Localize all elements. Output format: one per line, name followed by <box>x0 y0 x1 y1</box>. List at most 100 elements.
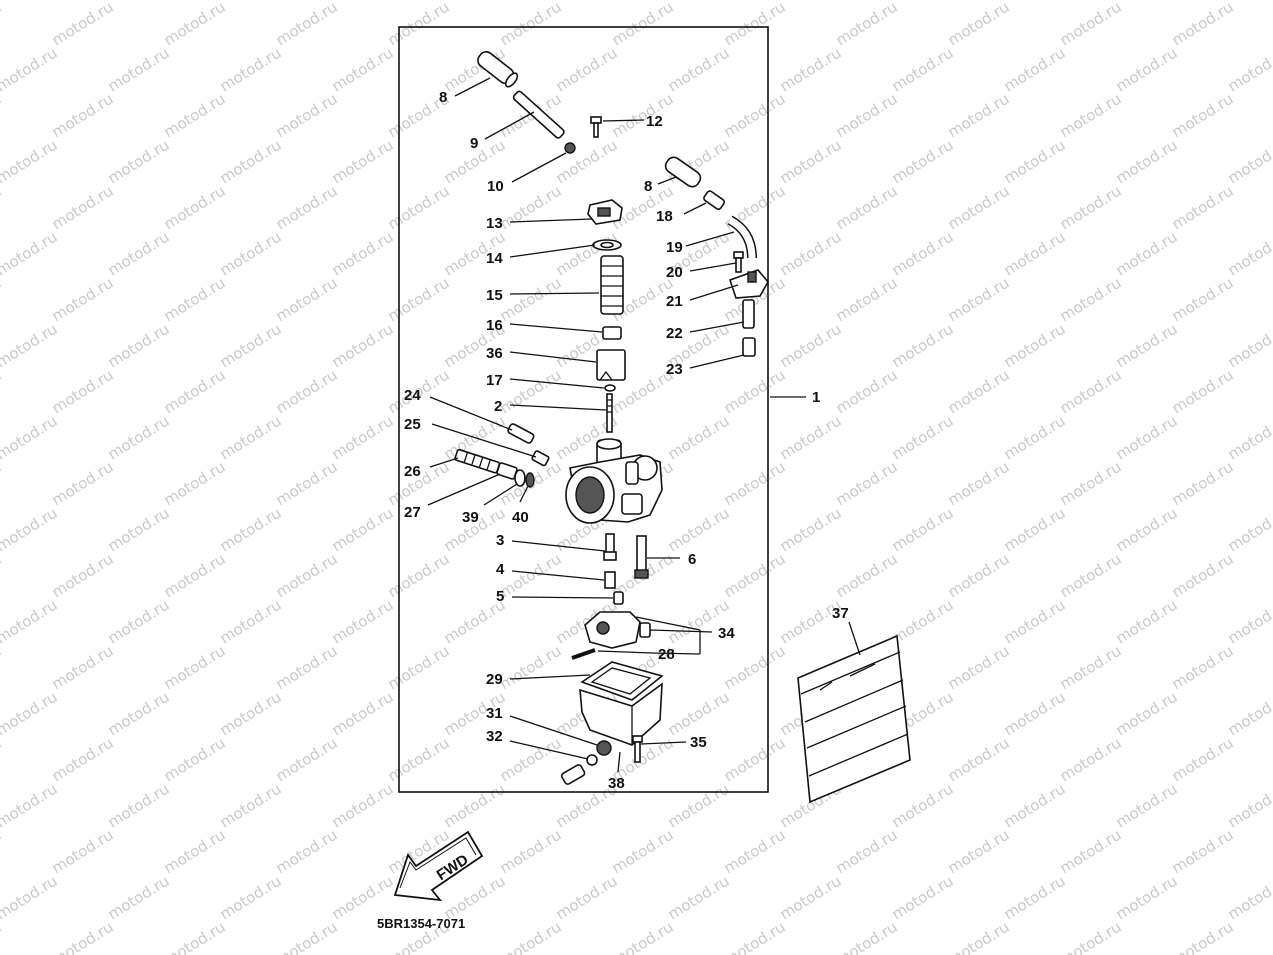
watermark-text: motod.ru <box>945 550 1013 602</box>
watermark-text: motod.ru <box>1225 0 1273 3</box>
watermark-text: motod.ru <box>329 412 397 464</box>
watermark-text: motod.ru <box>945 918 1013 955</box>
watermark-text: motod.ru <box>1225 872 1273 924</box>
watermark-text: motod.ru <box>329 504 397 556</box>
callout-26: 26 <box>404 463 421 480</box>
watermark-text: motod.ru <box>1225 44 1273 96</box>
watermark-text: motod.ru <box>777 44 845 96</box>
part-31-washer <box>596 740 612 756</box>
part-6-jet <box>634 535 649 579</box>
watermark-text: motod.ru <box>0 90 4 142</box>
watermark-text: motod.ru <box>1113 780 1181 832</box>
watermark-text: motod.ru <box>497 0 565 49</box>
watermark-text: motod.ru <box>0 412 60 464</box>
watermark-text: motod.ru <box>49 458 117 510</box>
watermark-text: motod.ru <box>1001 872 1069 924</box>
watermark-text: motod.ru <box>161 642 229 694</box>
watermark-text: motod.ru <box>1057 550 1125 602</box>
watermark-text: motod.ru <box>1113 0 1181 3</box>
watermark-text: motod.ru <box>833 90 901 142</box>
watermark-text: motod.ru <box>497 366 565 418</box>
callout-22: 22 <box>666 325 683 342</box>
watermark-text: motod.ru <box>0 642 4 694</box>
watermark-text: motod.ru <box>833 182 901 234</box>
watermark-text: motod.ru <box>0 458 4 510</box>
callout-2: 2 <box>494 398 502 415</box>
watermark-text: motod.ru <box>217 688 285 740</box>
float-bowl <box>579 682 663 746</box>
watermark-text: motod.ru <box>777 228 845 280</box>
watermark-text: motod.ru <box>105 0 173 3</box>
watermark-text: motod.ru <box>1057 458 1125 510</box>
watermark-text: motod.ru <box>945 642 1013 694</box>
watermark-text: motod.ru <box>1225 688 1273 740</box>
callout-3: 3 <box>496 532 504 549</box>
watermark-text: motod.ru <box>385 274 453 326</box>
watermark-text: motod.ru <box>385 642 453 694</box>
watermark-text: motod.ru <box>329 596 397 648</box>
watermark-text: motod.ru <box>0 320 60 372</box>
watermark-text: motod.ru <box>497 734 565 786</box>
watermark-text: motod.ru <box>1113 412 1181 464</box>
watermark-text: motod.ru <box>217 780 285 832</box>
watermark-text: motod.ru <box>833 366 901 418</box>
watermark-text: motod.ru <box>385 0 453 49</box>
watermark-text: motod.ru <box>329 780 397 832</box>
watermark-text: motod.ru <box>329 0 397 3</box>
part-26-pilot-screw <box>454 448 501 474</box>
watermark-text: motod.ru <box>889 780 957 832</box>
callout-8b: 8 <box>644 178 652 195</box>
watermark-text: motod.ru <box>1113 320 1181 372</box>
watermark-text: motod.ru <box>1169 918 1237 955</box>
part-25-spring <box>531 450 550 467</box>
watermark-text: motod.ru <box>945 182 1013 234</box>
watermark-text: motod.ru <box>1001 504 1069 556</box>
watermark-text: motod.ru <box>1225 780 1273 832</box>
part-13-cap <box>585 163 623 225</box>
watermark-text: motod.ru <box>105 688 173 740</box>
watermark-text: motod.ru <box>105 136 173 188</box>
callout-35: 35 <box>690 734 707 751</box>
watermark-text: motod.ru <box>1169 366 1237 418</box>
watermark-text: motod.ru <box>497 182 565 234</box>
watermark-text: motod.ru <box>49 90 117 142</box>
watermark-text: motod.ru <box>1169 0 1237 49</box>
callout-18: 18 <box>656 208 673 225</box>
watermark-text: motod.ru <box>329 228 397 280</box>
watermark-text: motod.ru <box>1169 274 1237 326</box>
callout-17: 17 <box>486 372 503 389</box>
watermark-text: motod.ru <box>105 780 173 832</box>
leader-lines <box>427 77 861 773</box>
watermark-text: motod.ru <box>945 0 1013 49</box>
watermark-text: motod.ru <box>553 0 621 3</box>
watermark-text: motod.ru <box>1225 136 1273 188</box>
watermark-text: motod.ru <box>329 136 397 188</box>
watermark-text: motod.ru <box>1057 826 1125 878</box>
watermark-text: motod.ru <box>273 826 341 878</box>
watermark-text: motod.ru <box>217 872 285 924</box>
watermark-text: motod.ru <box>161 918 229 955</box>
watermark-text: motod.ru <box>889 320 957 372</box>
watermark-text: motod.ru <box>105 228 173 280</box>
watermark-text: motod.ru <box>105 596 173 648</box>
watermark-text: motod.ru <box>1169 182 1237 234</box>
part-34-float <box>584 611 651 649</box>
callout-10: 10 <box>487 178 504 195</box>
carburetor-body <box>565 438 663 524</box>
watermark-text: motod.ru <box>0 734 4 786</box>
part-29-gasket <box>580 661 664 701</box>
watermark-text: motod.ru <box>553 136 621 188</box>
part-4-main-jet <box>604 571 616 589</box>
part-17-clip <box>604 384 616 392</box>
callout-5: 5 <box>496 588 504 605</box>
watermark-text: motod.ru <box>1001 780 1069 832</box>
watermark-text: motod.ru <box>217 596 285 648</box>
watermark-text: motod.ru <box>105 44 173 96</box>
part-24-screw <box>507 423 535 444</box>
watermark-text: motod.ru <box>609 826 677 878</box>
watermark-text: motod.ru <box>945 366 1013 418</box>
part-8-tube <box>477 51 519 88</box>
watermark-text: motod.ru <box>1057 274 1125 326</box>
callout-31: 31 <box>486 705 503 722</box>
callout-28: 28 <box>658 646 675 663</box>
